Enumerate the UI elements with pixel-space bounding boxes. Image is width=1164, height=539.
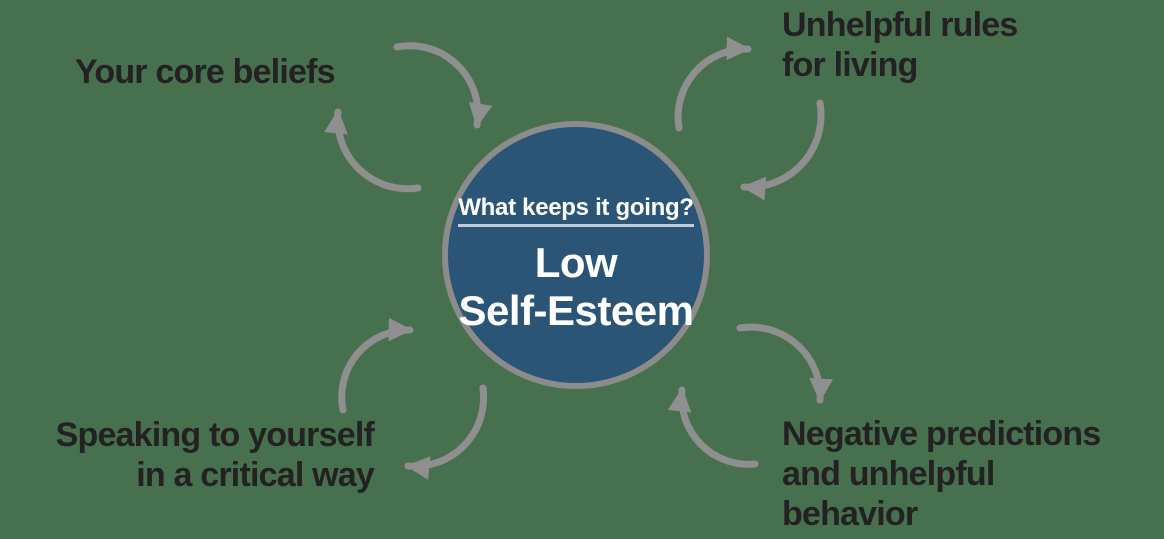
label-line: and unhelpful [782,455,995,493]
circle-title: Low Self-Esteem [459,239,694,335]
arrow-bottom-right-to-circle-icon [667,386,759,468]
label-line: behavior [782,495,918,533]
arrow-circle-to-top-right-icon [674,36,752,132]
label-line: for living [782,46,918,84]
arrow-top-right-to-circle-icon [740,99,825,201]
label-negative-predictions-behavior: Negative predictions and unhelpful behav… [782,414,1101,534]
circle-title-line: Low [534,239,618,286]
label-line: Your core beliefs [75,53,336,91]
label-line: Speaking to yourself [55,416,375,454]
label-line: in a critical way [136,456,375,494]
circle-title-line: Self-Esteem [458,287,694,334]
arrow-top-left-to-circle-icon [393,42,493,129]
label-line: Unhelpful rules [782,6,1018,44]
circle-heading: What keeps it going? [458,195,694,227]
arrow-circle-to-bottom-right-icon [736,323,834,404]
label-speaking-to-yourself-critically: Speaking to yourself in a critical way [55,415,375,495]
label-unhelpful-rules-for-living: Unhelpful rules for living [782,5,1018,85]
arrow-circle-to-bottom-left-icon [404,384,488,480]
arrow-bottom-left-to-circle-icon [338,317,414,414]
arrow-circle-to-top-left-icon [324,108,422,193]
label-line: Negative predictions [782,415,1101,453]
center-circle: What keeps it going? Low Self-Esteem [442,121,710,389]
label-your-core-beliefs: Your core beliefs [75,52,336,92]
